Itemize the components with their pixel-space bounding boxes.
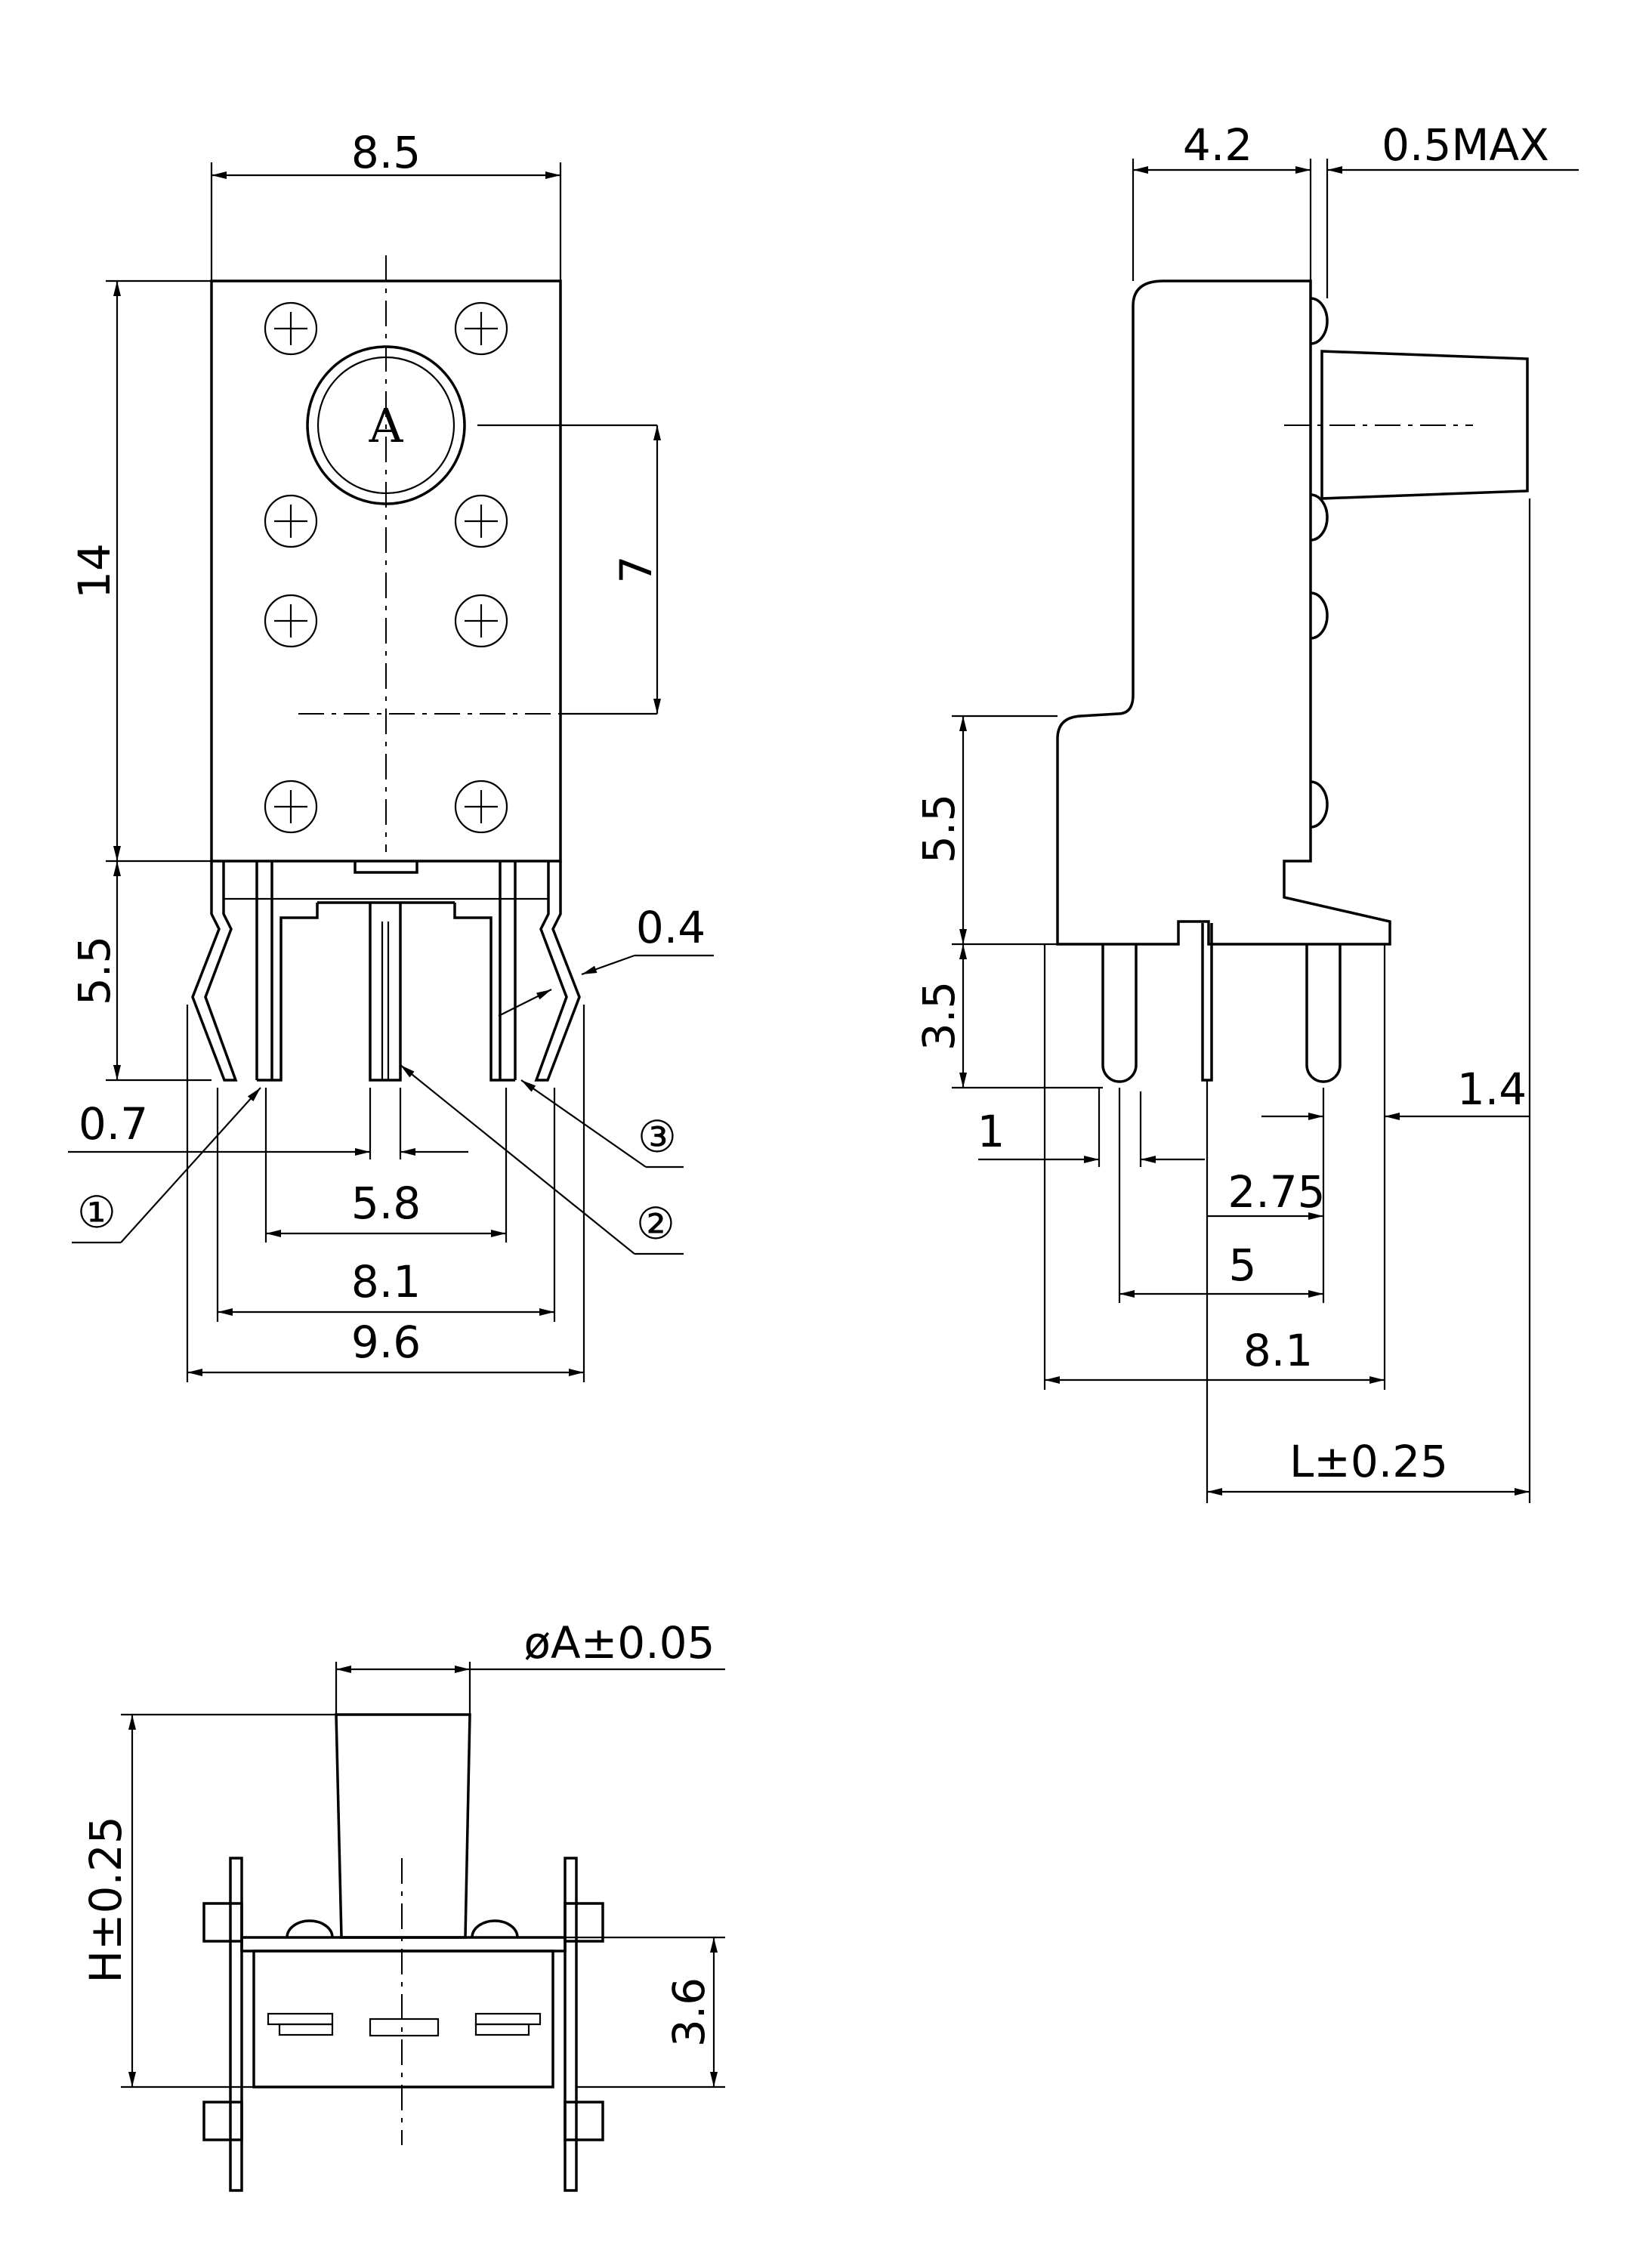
side-view: 4.2 0.5MAX 5.5 3.5 1 1.4 2.75 [913,119,1579,1503]
dim-body-height-bottom: 3.6 [663,1977,715,2047]
dim-pitch-small: 2.75 [1227,1166,1325,1218]
side-housing [1056,279,1391,946]
dim-top-width: 8.5 [351,127,421,178]
dim-pin-width: 0.7 [79,1098,148,1150]
front-view: A 8.5 14 7 [68,127,714,1382]
bottom-actuator [335,1713,471,1939]
dim-outer-span: 9.6 [351,1317,421,1368]
dim-pin-offset-right: 1.4 [1457,1064,1527,1115]
dim-lead-span: 8.1 [351,1256,421,1307]
dim-pin-offset-left: 1 [977,1106,1005,1157]
dim-actuator-diameter: øA±0.05 [524,1617,715,1669]
bottom-body [252,1950,554,2088]
dim-protrusion: 0.5MAX [1382,119,1549,171]
dim-body-height: 14 [69,543,120,599]
dim-footprint: 8.1 [1243,1325,1313,1376]
dim-body-depth: 4.2 [1183,119,1252,171]
dim-terminal-height: 5.5 [69,936,120,1005]
dim-pin-pitch: 5.8 [351,1178,421,1229]
bottom-view: øA±0.05 H±0.25 3.6 [80,1617,725,2192]
dim-height: H±0.25 [80,1816,131,1983]
front-terminals [191,861,581,1082]
pin-label-2: ② [636,1198,675,1249]
dim-lead-thickness: 0.4 [636,902,706,953]
side-actuator [1320,350,1529,500]
dim-pitch-large: 5 [1229,1240,1257,1291]
pin-label-3: ③ [638,1111,677,1162]
dim-length: L±0.25 [1289,1436,1448,1487]
dim-button-offset: 7 [610,556,662,584]
pin-label-1: ① [77,1187,116,1238]
dim-post-height: 5.5 [913,794,965,863]
dim-terminal-height-side: 3.5 [913,981,965,1051]
